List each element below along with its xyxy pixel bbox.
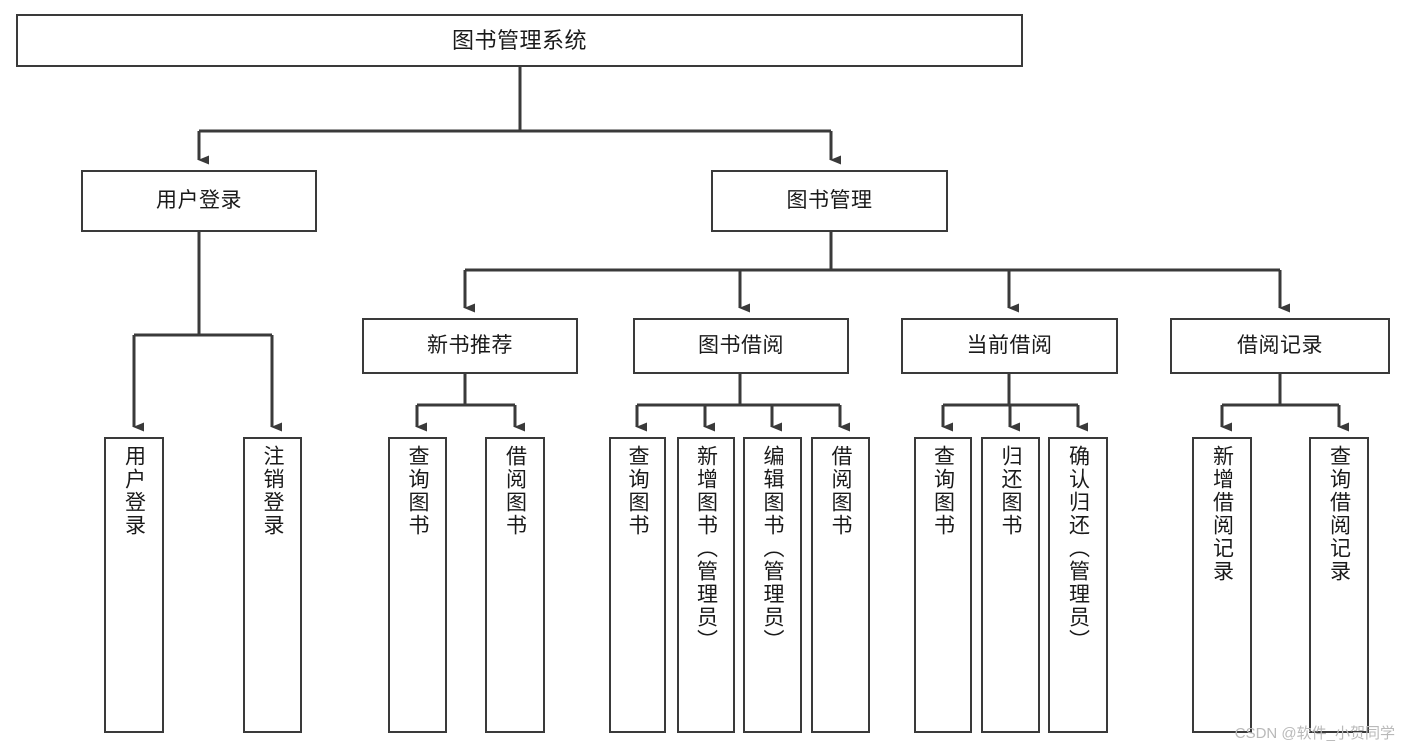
node-label: 查询图书 — [406, 445, 429, 537]
node-label: 借阅图书 — [829, 445, 852, 537]
leaf-book-borrow-add[interactable]: 新增图书（管理员） — [677, 437, 735, 733]
leaf-new-book-query[interactable]: 查询图书 — [388, 437, 447, 733]
csdn-watermark: CSDN @软件_小贺同学 — [1234, 725, 1395, 742]
node-label: 图书管理系统 — [451, 27, 587, 53]
node-label: 当前借阅 — [966, 333, 1053, 357]
node-label: 图书借阅 — [698, 333, 784, 357]
leaf-borrow-record-query[interactable]: 查询借阅记录 — [1309, 437, 1369, 733]
node-label: 新增借阅记录 — [1210, 445, 1234, 583]
node-label: 用户登录 — [156, 188, 242, 212]
node-current-borrowing[interactable]: 当前借阅 — [901, 318, 1118, 374]
node-label: 新增图书（管理员） — [694, 445, 718, 652]
leaf-borrow-record-add[interactable]: 新增借阅记录 — [1192, 437, 1252, 733]
leaf-new-book-borrow[interactable]: 借阅图书 — [485, 437, 545, 733]
node-label: 查询图书 — [931, 445, 955, 537]
node-label: 注销登录 — [261, 445, 284, 537]
node-label: 编辑图书（管理员） — [761, 445, 784, 652]
node-label: 图书管理 — [786, 188, 873, 212]
node-label: 新书推荐 — [427, 333, 513, 357]
leaf-book-borrow-borrow[interactable]: 借阅图书 — [811, 437, 870, 733]
node-book-management[interactable]: 图书管理 — [711, 170, 948, 232]
leaf-current-borrow-confirm-return[interactable]: 确认归还（管理员） — [1048, 437, 1108, 733]
leaf-book-borrow-edit[interactable]: 编辑图书（管理员） — [743, 437, 802, 733]
node-root-book-management-system[interactable]: 图书管理系统 — [16, 14, 1023, 67]
node-label: 借阅记录 — [1237, 333, 1323, 357]
node-label: 查询借阅记录 — [1327, 445, 1351, 583]
node-label: 归还图书 — [999, 445, 1022, 537]
node-label: 借阅图书 — [503, 445, 527, 537]
leaf-current-borrow-query[interactable]: 查询图书 — [914, 437, 972, 733]
leaf-user-login-login[interactable]: 用户登录 — [104, 437, 164, 733]
leaf-current-borrow-return[interactable]: 归还图书 — [981, 437, 1040, 733]
leaf-book-borrow-query[interactable]: 查询图书 — [609, 437, 666, 733]
node-new-book-recommendation[interactable]: 新书推荐 — [362, 318, 578, 374]
node-label: 确认归还（管理员） — [1066, 445, 1090, 652]
node-book-borrowing[interactable]: 图书借阅 — [633, 318, 849, 374]
node-user-login[interactable]: 用户登录 — [81, 170, 317, 232]
node-borrow-record[interactable]: 借阅记录 — [1170, 318, 1390, 374]
node-label: 用户登录 — [122, 445, 146, 537]
leaf-user-login-logout[interactable]: 注销登录 — [243, 437, 302, 733]
node-label: 查询图书 — [626, 445, 649, 537]
